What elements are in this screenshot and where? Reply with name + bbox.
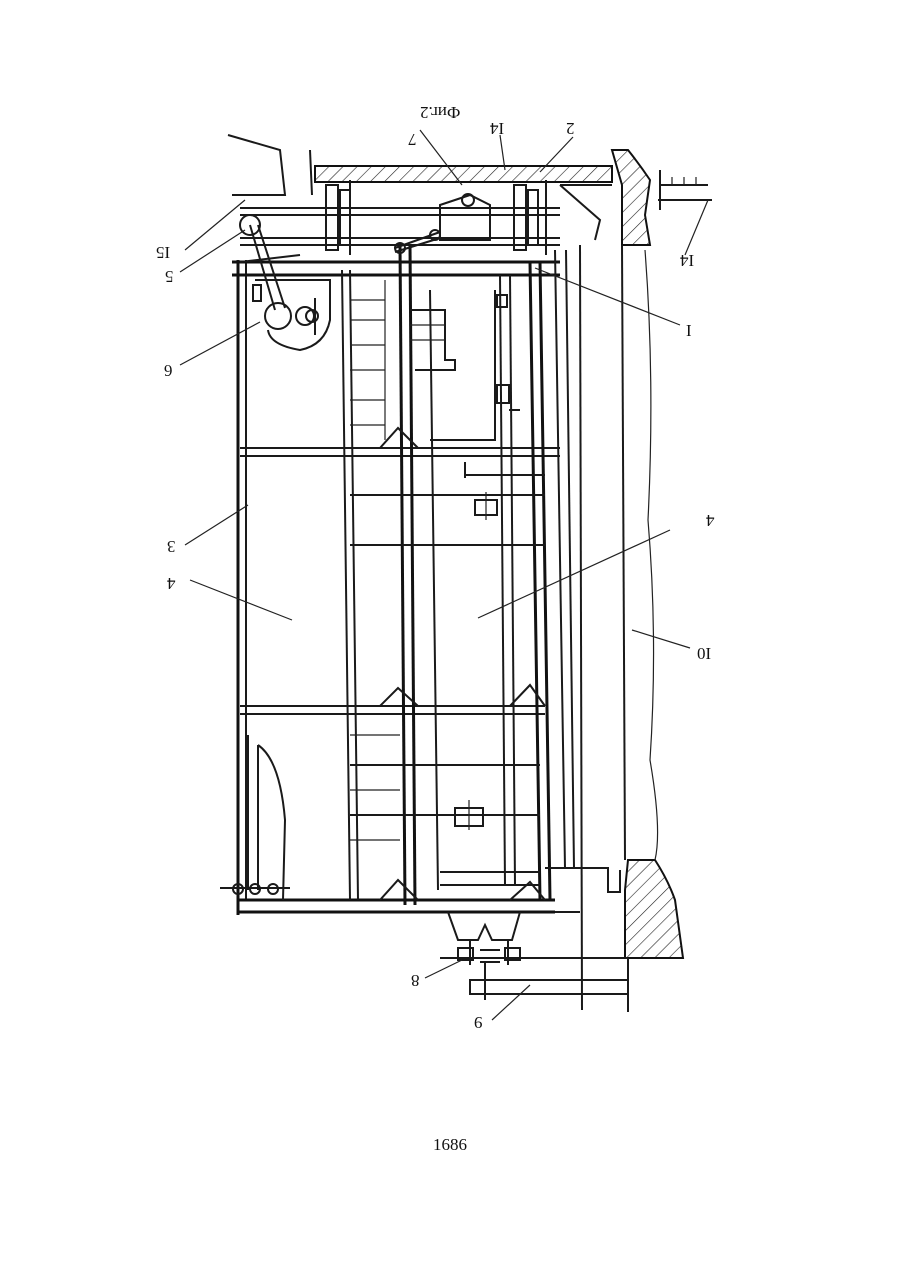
label-2: 2 (566, 120, 575, 137)
label-3: 3 (167, 538, 176, 555)
top-right-rail (658, 170, 712, 210)
label-5: 5 (165, 268, 174, 285)
label-7: 7 (408, 131, 417, 148)
label-4-left: 4 (167, 575, 176, 592)
top-plate (310, 150, 612, 195)
label-15: I5 (156, 244, 170, 261)
page-number: 1686 (0, 1135, 900, 1155)
label-10: I0 (697, 645, 711, 662)
top-left-block (228, 135, 285, 195)
label-4-right: 4 (706, 512, 715, 529)
right-wall (580, 150, 683, 1012)
label-8: 8 (411, 972, 420, 989)
figure-caption: Фиг.2 (420, 104, 460, 121)
label-14: I4 (490, 120, 504, 137)
label-9: 9 (474, 1014, 483, 1031)
label-1: I (686, 322, 692, 339)
label-6: 6 (164, 362, 173, 379)
main-frame (220, 245, 574, 915)
label-14-right: I4 (680, 252, 694, 269)
